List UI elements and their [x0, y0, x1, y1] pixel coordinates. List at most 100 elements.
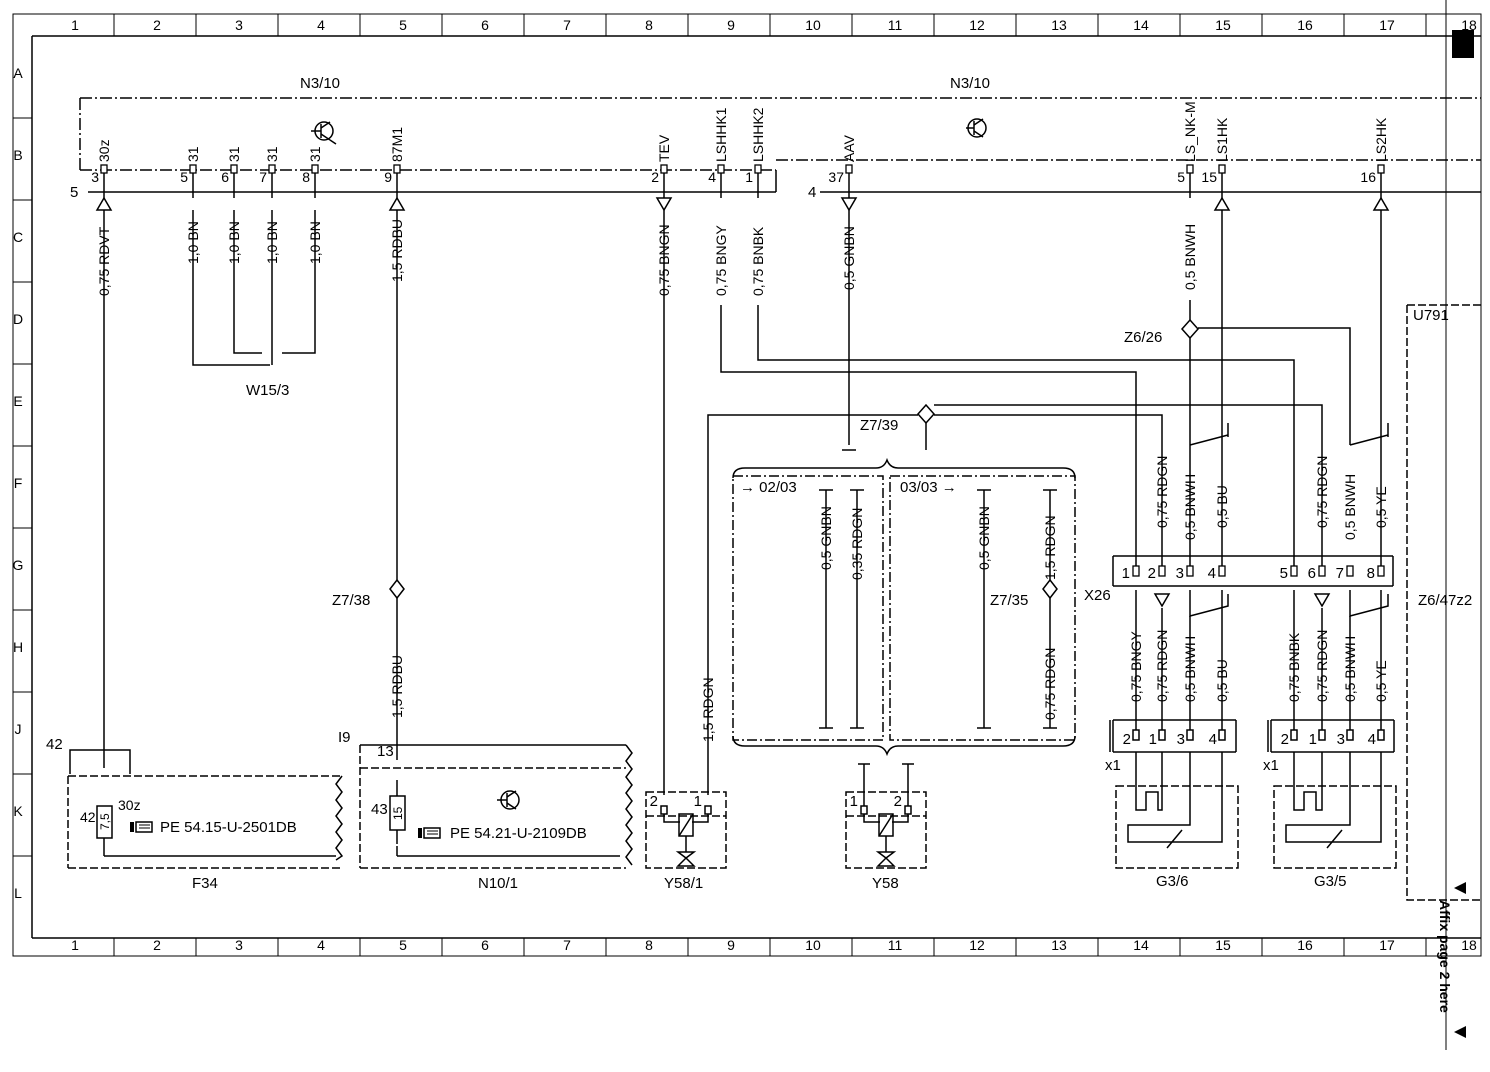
- pin-number: 6: [221, 169, 229, 185]
- column-number: 1: [71, 17, 79, 33]
- u791-label: U791: [1413, 307, 1449, 324]
- column-number: 13: [1051, 937, 1067, 953]
- column-number: 7: [563, 17, 571, 33]
- column-number: 7: [563, 937, 571, 953]
- x26-pin: 4: [1208, 565, 1226, 582]
- fuse-pin-b: 30z: [118, 797, 141, 813]
- pin-number: 9: [384, 169, 392, 185]
- wire-label: 0,5 BNWH: [1182, 474, 1198, 540]
- connector-pin: 317: [259, 146, 280, 198]
- u791-boundary: [1406, 304, 1481, 901]
- pin-signal: 31: [226, 146, 242, 162]
- x1-label-b: x1: [1263, 757, 1279, 774]
- splice-markers: [389, 318, 1200, 600]
- wire-label: 0,75 RDGN: [1314, 456, 1330, 528]
- connector-pin: 318: [302, 146, 323, 198]
- pin-signal: LS2HK: [1373, 117, 1389, 162]
- pin-number: 4: [708, 169, 716, 185]
- x26-pin: 3: [1176, 565, 1194, 582]
- n10-1-box: [359, 744, 633, 869]
- wire-label: 0,5 YE: [1373, 486, 1389, 528]
- sensor-pin-number: 2: [1281, 731, 1289, 748]
- column-number: 3: [235, 17, 243, 33]
- x26-pin-number: 4: [1208, 565, 1216, 582]
- wire-label: 0,75 RDVT: [96, 226, 112, 296]
- wire-label: 1,5 RDBU: [389, 655, 405, 718]
- transistor-icon: [311, 121, 337, 145]
- reference-hand-icon: [130, 821, 153, 833]
- column-number: 2: [153, 937, 161, 953]
- column-number: 13: [1051, 17, 1067, 33]
- row-letter: H: [13, 639, 23, 655]
- affix-note-text: Affix page 2 here: [1437, 900, 1453, 1013]
- column-number: 3: [235, 937, 243, 953]
- column-number: 15: [1215, 17, 1231, 33]
- x26-pin: 1: [1122, 565, 1140, 582]
- n10-1-label: N10/1: [478, 875, 518, 892]
- x26-pin-number: 2: [1148, 565, 1156, 582]
- variant-boxes: [732, 475, 1076, 741]
- x26-connector: [1112, 555, 1394, 587]
- wire-label: 0,75 BNGY: [713, 225, 729, 296]
- column-number: 2: [153, 17, 161, 33]
- column-number: 17: [1379, 17, 1395, 33]
- wire-label: 1,0 BN: [264, 221, 280, 264]
- z6-47z2-label: Z6/47z2: [1418, 592, 1472, 609]
- pin-signal: LS1HK: [1214, 117, 1230, 162]
- row-letter: L: [14, 885, 22, 901]
- pin-signal: TEV: [656, 134, 672, 162]
- row-letter: K: [13, 803, 23, 819]
- z7-39-label: Z7/39: [860, 417, 898, 434]
- column-number: 8: [645, 17, 653, 33]
- pin-signal: 87M1: [389, 127, 405, 162]
- valve-pin-number: 2: [650, 793, 658, 810]
- wire-label: 1,0 BN: [185, 221, 201, 264]
- column-number: 14: [1133, 937, 1149, 953]
- column-number: 15: [1215, 937, 1231, 953]
- n3-10-bus: [88, 170, 1481, 193]
- column-number: 8: [645, 937, 653, 953]
- fuse-value: 7,5: [98, 813, 112, 830]
- n3-10-connector-pins: 30z331531631731887M19TEV2LSHHK14LSHHK21A…: [91, 101, 1389, 198]
- transistor-icon: [966, 118, 987, 138]
- variant-wires: [819, 489, 1057, 729]
- n10-fuse-value: 15: [391, 806, 405, 820]
- valve-pin-number: 2: [894, 793, 902, 810]
- pin-number: 5: [180, 169, 188, 185]
- column-number: 10: [805, 937, 821, 953]
- column-number: 6: [481, 17, 489, 33]
- transistor-icon: [497, 790, 520, 810]
- valve-pin-number: 1: [850, 793, 858, 810]
- row-letter: C: [13, 229, 23, 245]
- n10-1-reference: PE 54.21-U-2109DB: [450, 825, 587, 842]
- pin-signal: 30z: [96, 139, 112, 162]
- wire-paths: [103, 208, 1389, 795]
- pin-signal: LSHHK1: [713, 107, 729, 162]
- g3-5-label: G3/5: [1314, 873, 1347, 890]
- sensor-pin-number: 1: [1149, 731, 1157, 748]
- column-number: 14: [1133, 17, 1149, 33]
- wire-label: 0,75 RDGN: [1314, 630, 1330, 702]
- column-number: 12: [969, 937, 985, 953]
- connector-pin: LSHHK1 4: [708, 107, 729, 198]
- column-number: 18: [1461, 937, 1477, 953]
- row-letter: A: [13, 65, 23, 81]
- sensor-pin-number: 3: [1337, 731, 1345, 748]
- page-tab: [1452, 30, 1474, 58]
- row-letter: D: [13, 311, 23, 327]
- x26-pin-number: 1: [1122, 565, 1130, 582]
- wire-label: 0,5 BNWH: [1342, 474, 1358, 540]
- pin-signal: LSHHK2: [750, 107, 766, 162]
- row-letter: J: [15, 721, 22, 737]
- i9-label: I9: [338, 729, 351, 746]
- f34-fuse-box: [67, 749, 344, 869]
- wire-label: 0,75 RDGN: [1154, 456, 1170, 528]
